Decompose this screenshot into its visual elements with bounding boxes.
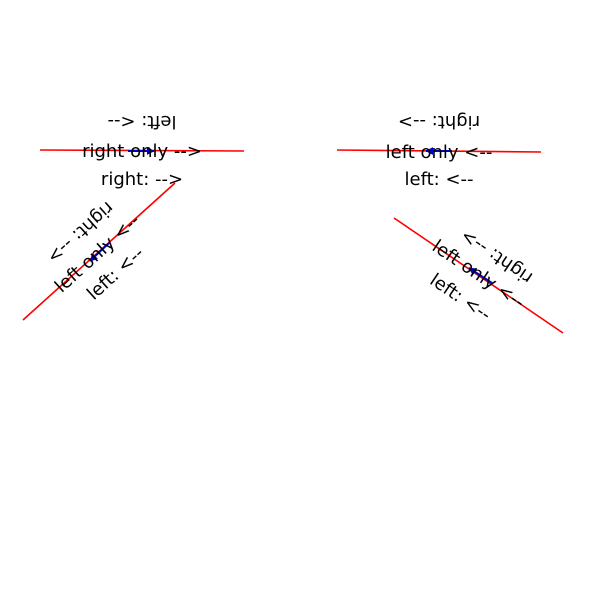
panel-bottom-left: right: --> left only <-- left: <-- [22, 182, 176, 321]
label-on-line: right only --> [82, 141, 202, 162]
label-above: right: --> [398, 111, 480, 132]
red-line [393, 217, 564, 334]
panel-top-right: right: --> left only <-- left: <-- [336, 111, 542, 190]
blue-arrow [89, 242, 110, 262]
panel-bottom-right: right: --> left only <-- left: <-- [393, 217, 564, 334]
label-below: right: --> [101, 169, 183, 190]
panel-top-left: left: <-- right only --> right: --> [39, 111, 245, 190]
label-on-line: left only <-- [386, 142, 493, 163]
blue-arrow [468, 267, 493, 284]
label-above: left: <-- [107, 111, 176, 132]
label-below: left: <-- [404, 169, 473, 190]
